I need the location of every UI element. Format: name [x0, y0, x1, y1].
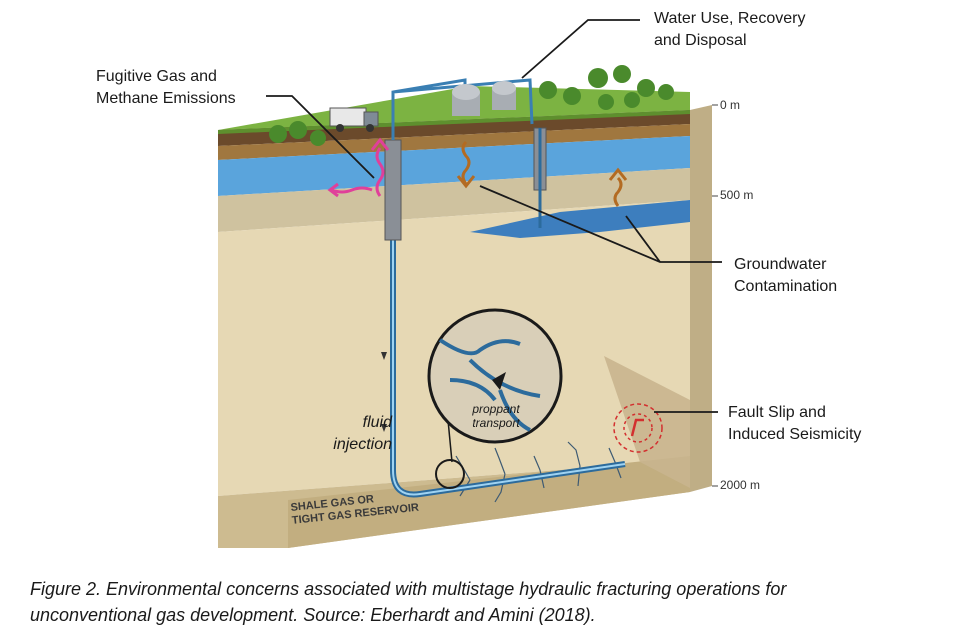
- fault-plane: [604, 356, 690, 488]
- reservoir-band: [288, 456, 690, 548]
- storage-tanks: [452, 81, 516, 116]
- depth-0m: 0 m: [720, 98, 741, 112]
- front-tan-layer: [218, 168, 690, 232]
- fault-slip-icon: [613, 403, 663, 453]
- contaminated-groundwater: [470, 200, 690, 238]
- trees: [269, 65, 674, 146]
- magnified-fracture-view: [427, 308, 563, 489]
- horizontal-well-inner: [392, 150, 626, 496]
- leader-lines: [266, 19, 722, 413]
- block-right-face: [690, 105, 712, 492]
- fugitive-emission-arrows: [327, 137, 390, 198]
- depth-ticks: [712, 104, 718, 487]
- front-aquifer-layer: [218, 136, 690, 196]
- figure-caption: Figure 2. Environmental concerns associa…: [30, 579, 787, 625]
- depth-500m: 500 m: [720, 188, 754, 202]
- front-brown-layer: [218, 124, 690, 160]
- well-casing: [384, 139, 402, 241]
- injection-arrows: [381, 352, 387, 432]
- truck: [329, 107, 379, 132]
- contaminant-arrows: [456, 140, 628, 207]
- depth-2000m: 2000 m: [720, 478, 761, 492]
